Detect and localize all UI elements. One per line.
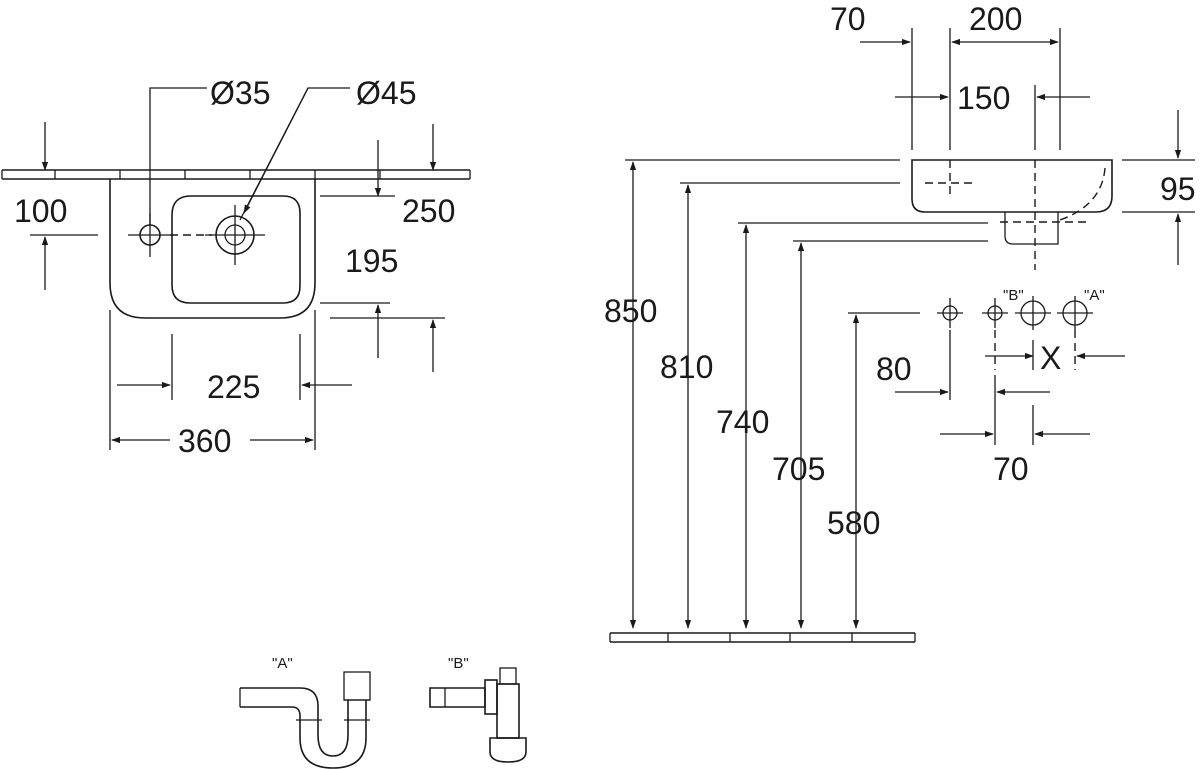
connection-points xyxy=(937,296,1093,330)
connection-label-a: "A" xyxy=(1084,287,1105,304)
basin-bowl xyxy=(171,195,301,304)
basin-outline xyxy=(109,179,316,319)
drain-hole xyxy=(205,205,265,265)
dim-250: 250 xyxy=(402,193,455,229)
dim-100: 100 xyxy=(14,193,67,229)
dim-tap-hole-diameter: Ø35 xyxy=(210,75,270,111)
dim-740: 740 xyxy=(716,404,769,440)
dim-80: 80 xyxy=(876,351,912,387)
dim-drain-hole-diameter: Ø45 xyxy=(356,75,416,111)
dim-70-top: 70 xyxy=(830,1,866,37)
dim-95: 95 xyxy=(1160,171,1196,207)
side-view: 70 200 150 95 850 810 740 705 580 xyxy=(604,1,1196,643)
dim-360: 360 xyxy=(178,423,231,459)
dim-195: 195 xyxy=(345,243,398,279)
connection-label-b: "B" xyxy=(1003,287,1024,304)
dim-225: 225 xyxy=(207,369,260,405)
dim-580: 580 xyxy=(827,505,880,541)
trap-b-label: "B" xyxy=(448,655,469,672)
trap-b: "B" xyxy=(429,655,527,763)
dim-810: 810 xyxy=(660,349,713,385)
basin-side-profile xyxy=(911,159,1113,213)
top-view-wall xyxy=(1,169,471,180)
dim-705: 705 xyxy=(772,451,825,487)
trap-a-label: "A" xyxy=(272,655,293,672)
dim-x: X xyxy=(1040,340,1061,376)
dim-200: 200 xyxy=(969,1,1022,37)
dim-850: 850 xyxy=(604,293,657,329)
trap-a: "A" xyxy=(239,655,371,769)
dim-70-bottom: 70 xyxy=(993,451,1029,487)
dim-150: 150 xyxy=(957,80,1010,116)
floor-line xyxy=(609,632,916,643)
top-view: Ø35 Ø45 100 250 195 225 360 xyxy=(1,75,471,459)
